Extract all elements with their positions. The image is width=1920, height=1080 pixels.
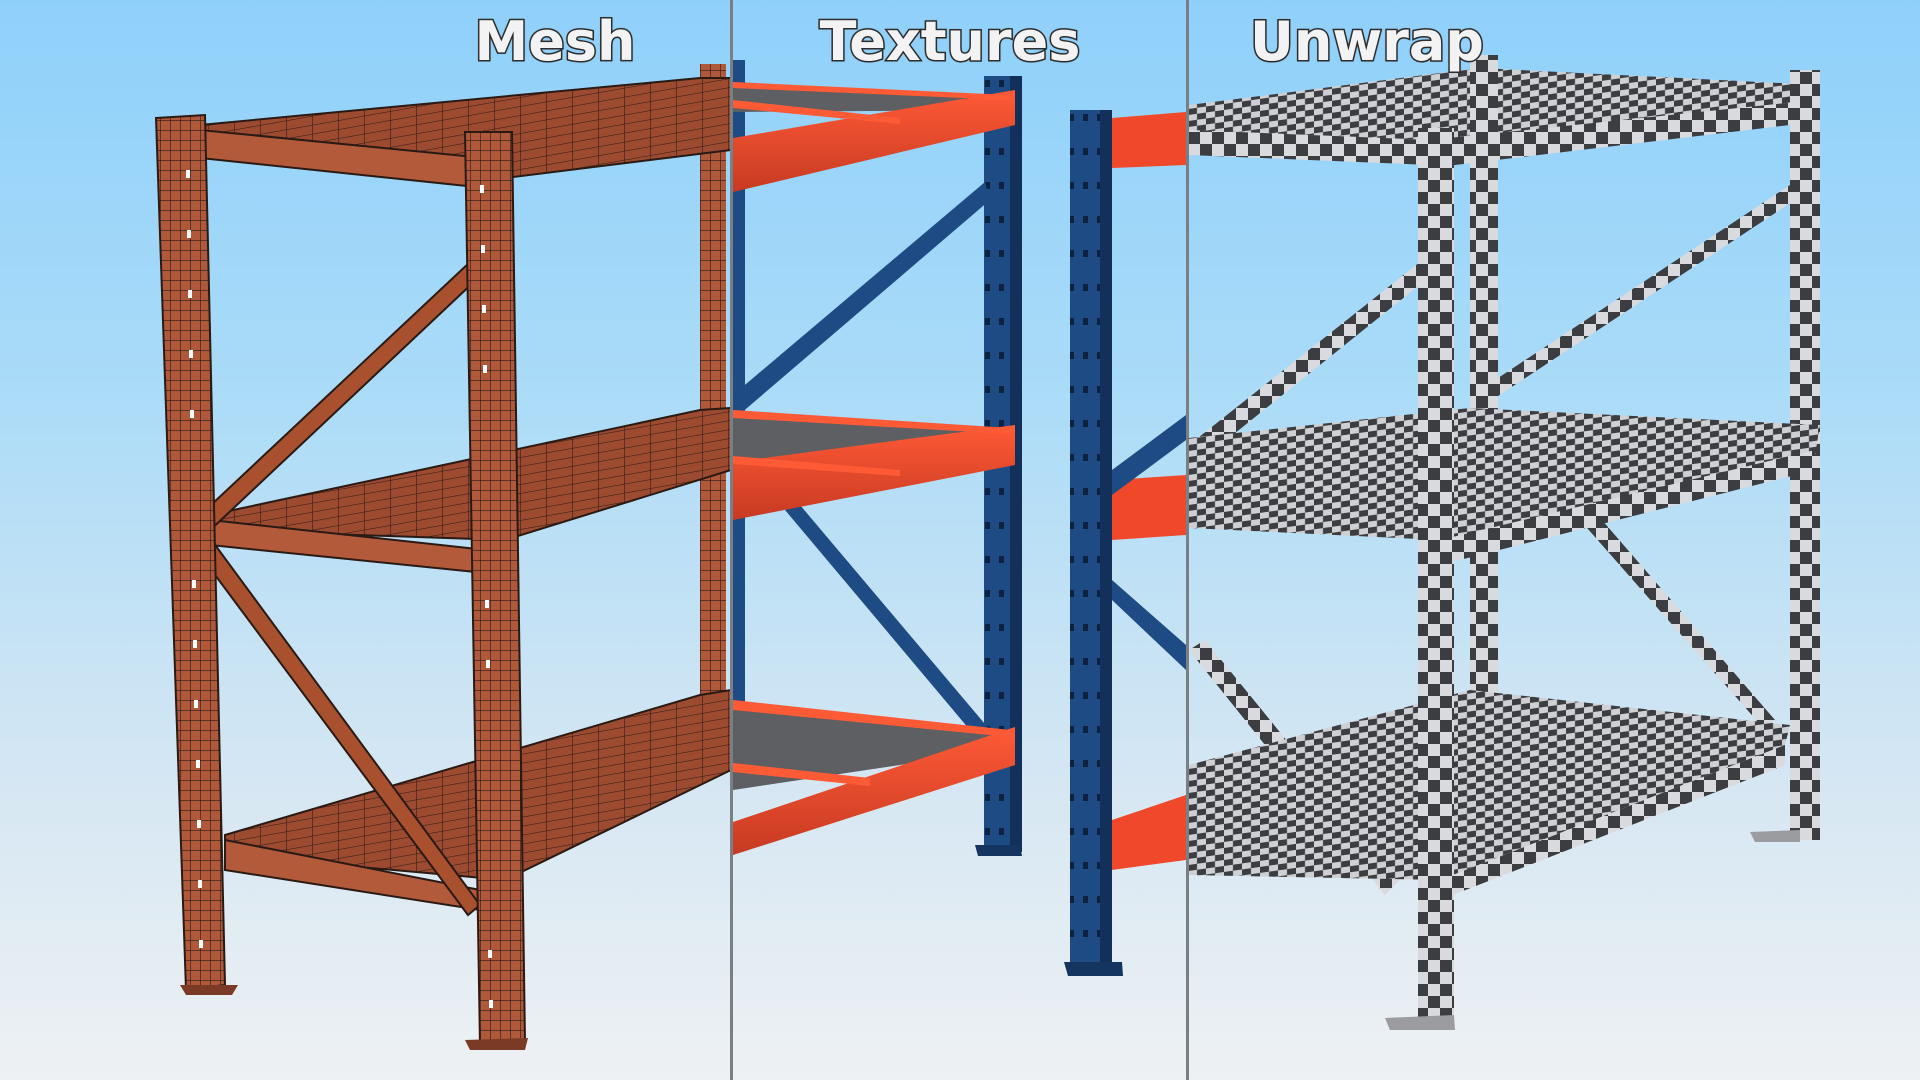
panel-label-unwrap: Unwrap <box>1249 9 1486 75</box>
panel-label-textures: Textures <box>818 9 1082 75</box>
panel-label-mesh: Mesh <box>473 9 637 75</box>
panel-divider-right <box>1186 0 1189 1080</box>
uv-checker-shelf <box>1189 55 1820 1030</box>
panel-divider-left <box>730 0 733 1080</box>
mesh-shelf <box>154 64 732 1050</box>
textured-shelf <box>733 60 1186 976</box>
